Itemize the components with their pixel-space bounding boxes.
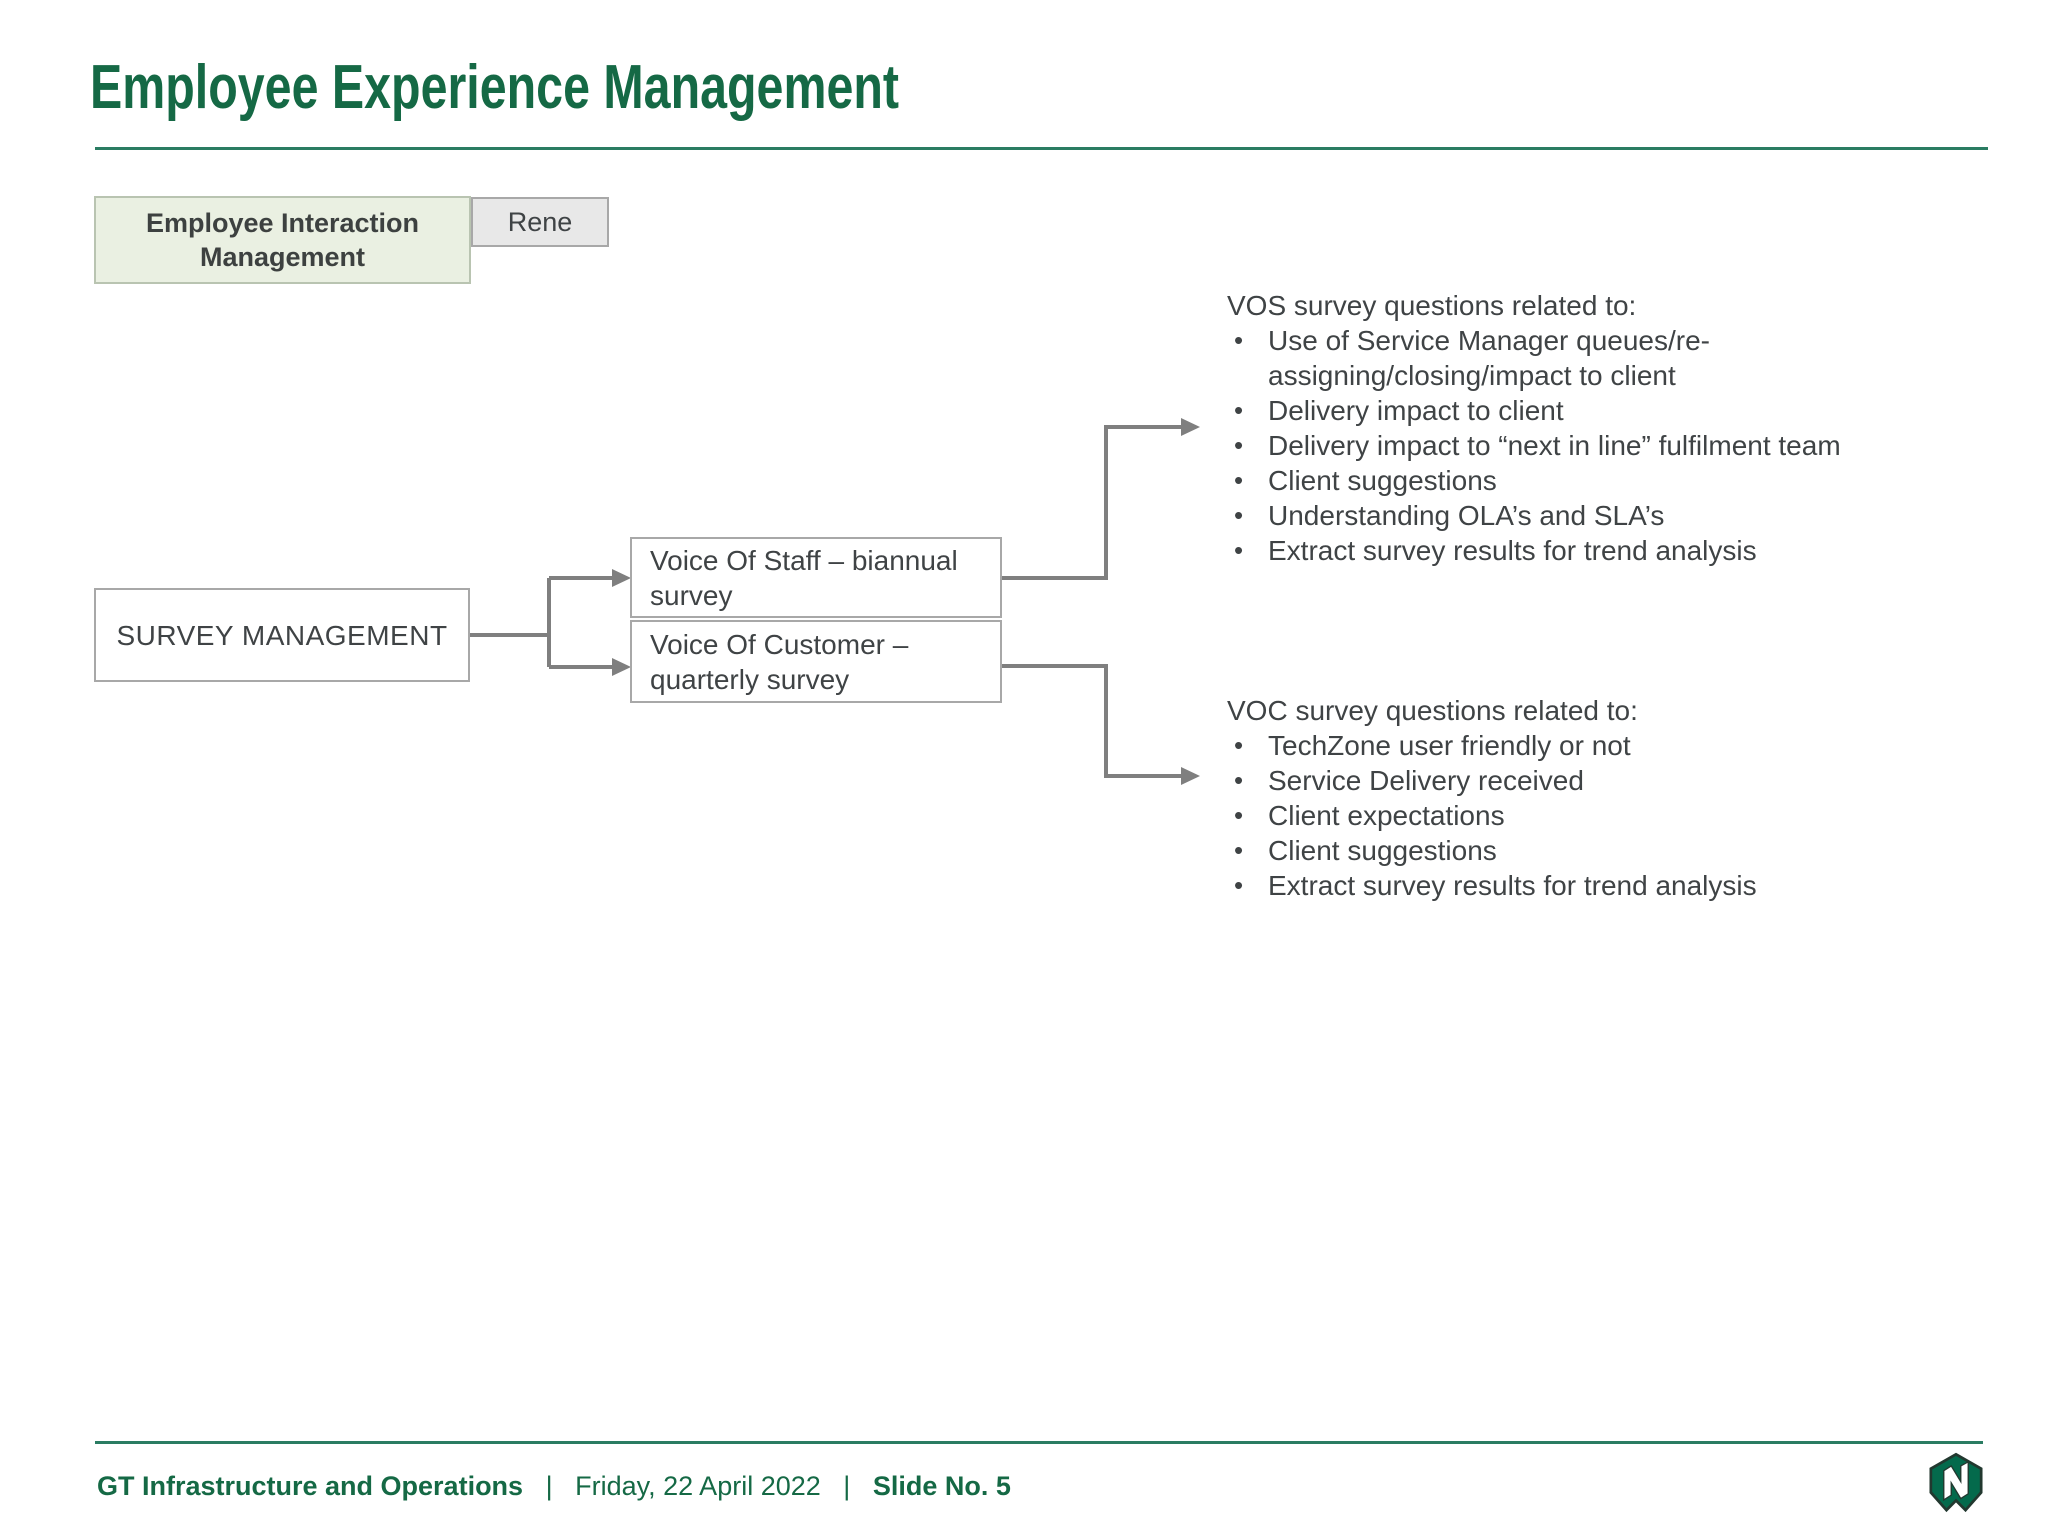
title-divider-line: [95, 147, 1988, 150]
voice-of-staff-label: Voice Of Staff – biannual survey: [650, 544, 958, 611]
arrowhead-to-voc-box: [612, 658, 631, 676]
employee-interaction-management-box: Employee Interaction Management: [94, 196, 471, 284]
arrowhead-to-vos-list: [1181, 418, 1200, 436]
owner-label: Rene: [507, 206, 573, 237]
bullet-item: Client expectations: [1227, 798, 1907, 833]
bullet-item: Delivery impact to client: [1227, 393, 1907, 428]
bullet-item: Client suggestions: [1227, 463, 1907, 498]
bullet-item: TechZone user friendly or not: [1227, 728, 1907, 763]
slide-title: Employee Experience Management: [90, 53, 899, 122]
voc-survey-questions: VOC survey questions related to: TechZon…: [1227, 693, 1907, 903]
survey-management-label: SURVEY MANAGEMENT: [116, 619, 448, 651]
arrowhead-to-vos-box: [612, 569, 631, 587]
bullet-item: Service Delivery received: [1227, 763, 1907, 798]
vos-heading: VOS survey questions related to:: [1227, 290, 1637, 321]
footer-slide-number: Slide No. 5: [872, 1471, 1011, 1501]
footer-separator: |: [545, 1471, 553, 1501]
footer: GT Infrastructure and Operations | Frida…: [97, 1471, 1011, 1502]
vos-survey-questions: VOS survey questions related to: Use of …: [1227, 288, 1907, 568]
footer-divider-line: [95, 1441, 1983, 1444]
voice-of-customer-label: Voice Of Customer – quarterly survey: [650, 628, 909, 695]
bullet-item: Use of Service Manager queues/re-assigni…: [1227, 323, 1907, 393]
owner-box: Rene: [471, 197, 609, 247]
bullet-item: Extract survey results for trend analysi…: [1227, 533, 1907, 568]
footer-date: Friday, 22 April 2022: [575, 1471, 821, 1501]
nedbank-logo-icon: [1929, 1452, 1983, 1513]
voice-of-staff-box: Voice Of Staff – biannual survey: [630, 537, 1002, 618]
voc-heading: VOC survey questions related to:: [1227, 695, 1638, 726]
voice-of-customer-box: Voice Of Customer – quarterly survey: [630, 620, 1002, 703]
bullet-item: Delivery impact to “next in line” fulfil…: [1227, 428, 1907, 463]
voc-bullet-list: TechZone user friendly or notService Del…: [1227, 728, 1907, 903]
bullet-item: Extract survey results for trend analysi…: [1227, 868, 1907, 903]
footer-separator: |: [843, 1471, 851, 1501]
bullet-item: Client suggestions: [1227, 833, 1907, 868]
employee-interaction-management-label: Employee Interaction Management: [145, 208, 420, 272]
vos-bullet-list: Use of Service Manager queues/re-assigni…: [1227, 323, 1907, 568]
survey-management-box: SURVEY MANAGEMENT: [94, 588, 470, 682]
logo-white-n: [1943, 1460, 1969, 1502]
arrowhead-to-voc-list: [1181, 767, 1200, 785]
bullet-item: Understanding OLA’s and SLA’s: [1227, 498, 1907, 533]
footer-department: GT Infrastructure and Operations: [97, 1471, 524, 1501]
